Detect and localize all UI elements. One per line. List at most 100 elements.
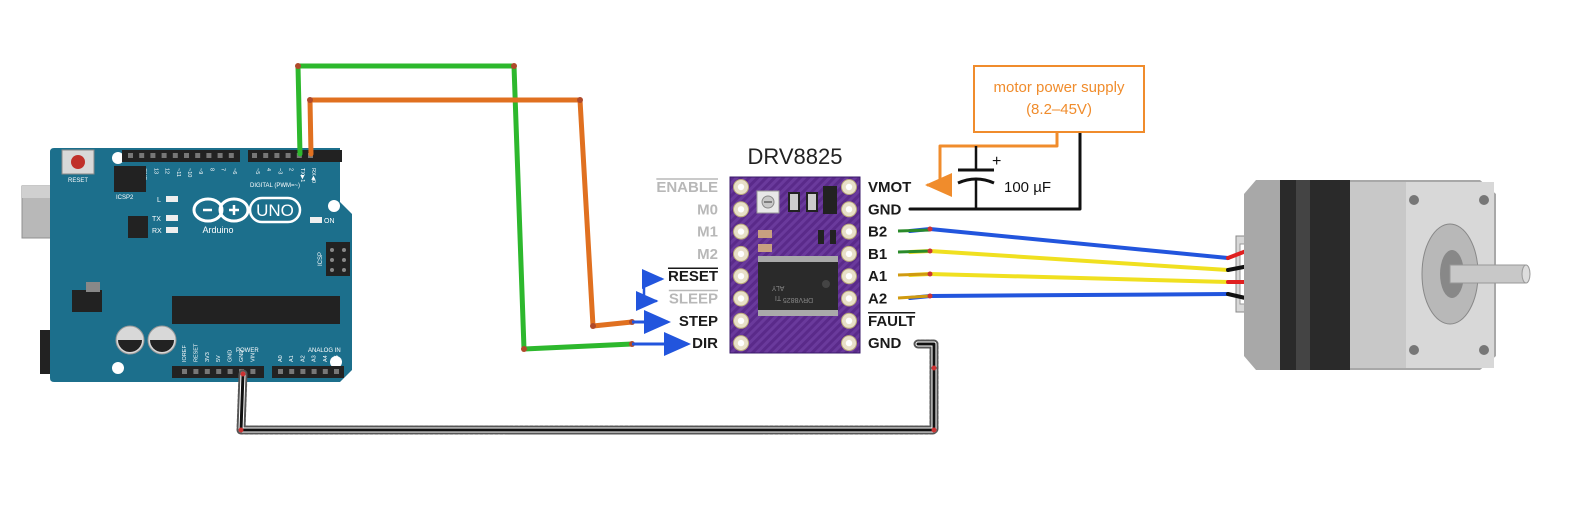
analog-label: ANALOG IN	[308, 348, 341, 354]
reset-label: RESET	[68, 178, 88, 184]
stepper-motor	[1226, 180, 1531, 370]
analog-pin-label: A4	[323, 355, 329, 362]
regulator	[72, 290, 102, 312]
digital-pin	[184, 153, 189, 158]
digital-pin-label: ~3	[276, 168, 282, 174]
led-rx	[166, 227, 178, 233]
power-pin-label: 3V3	[205, 352, 211, 362]
led-tx	[166, 215, 178, 221]
led-l	[166, 196, 178, 202]
digital-pin	[252, 153, 257, 158]
drv8825-driver: DRV8825 DRV8825 ALY TI ENABLEM0M1M2RESET…	[656, 144, 916, 354]
motor-stator	[1280, 180, 1350, 370]
digital-header	[122, 150, 342, 162]
digital-pin-label: ~10	[186, 168, 192, 177]
driver-pin-label-gnd: GND	[868, 335, 902, 352]
analog-pin-label: A2	[300, 355, 306, 362]
digital-pin	[263, 153, 269, 158]
led-l-label: L	[157, 197, 161, 204]
digital-pin	[195, 153, 201, 158]
power-supply-line2: (8.2–45V)	[1026, 101, 1092, 118]
brand-name: Arduino	[202, 225, 233, 235]
digital-pin	[217, 153, 223, 158]
power-pin-label: VIN	[250, 353, 256, 362]
digital-pin	[139, 153, 145, 158]
digital-pin	[206, 153, 212, 158]
analog-pin	[311, 369, 317, 374]
driver-pin-label-b2: B2	[868, 224, 887, 241]
power-pin	[193, 369, 199, 374]
power-pin-label: RESET	[193, 343, 199, 362]
driver-pin-label-a1: A1	[868, 268, 887, 285]
led-tx-label: TX	[152, 216, 161, 223]
power-pin	[250, 369, 256, 374]
digital-pin-label: 4	[265, 168, 271, 171]
digital-pin-label: ~11	[175, 168, 181, 177]
power-supply-line1: motor power supply	[994, 79, 1125, 96]
driver-title: DRV8825	[748, 144, 843, 169]
capacitor-100uf: + 100 µF	[957, 153, 1051, 196]
atmega-chip	[172, 296, 340, 324]
a2-wire	[908, 292, 1230, 300]
analog-pin-label: A0	[278, 355, 284, 362]
a1-wire	[908, 272, 1230, 284]
analog-pin-label: A3	[312, 355, 318, 362]
digital-pin	[128, 153, 133, 158]
vmot-wire	[925, 130, 1059, 197]
driver-pin-label-dir: DIR	[692, 335, 718, 352]
power-pin-label: IOREF	[182, 345, 188, 362]
icsp2-label: ICSP2	[116, 195, 134, 201]
icsp-label: ICSP	[318, 252, 324, 266]
arduino-logo: UNO Arduino	[192, 196, 302, 235]
wires	[236, 63, 1230, 435]
power-pin	[204, 369, 210, 374]
orange-wire	[307, 97, 635, 329]
power-label: POWER	[236, 348, 259, 354]
chip-text-1: DRV8825	[783, 296, 813, 303]
power-pin	[227, 369, 233, 374]
board-name: UNO	[256, 201, 294, 220]
analog-pin	[322, 369, 328, 374]
digital-label: DIGITAL (PWM=~)	[250, 183, 300, 189]
digital-pin-label: 13	[152, 168, 158, 174]
power-pin-label: GND	[228, 350, 234, 362]
driver-pin-holes	[733, 179, 857, 352]
reset-sleep-bridge	[636, 277, 660, 311]
digital-pin-label: 2	[288, 168, 294, 171]
motor-shaft	[1449, 264, 1527, 284]
chip-text-2: ALY	[771, 284, 784, 291]
capacitor-value: 100 µF	[1004, 179, 1051, 196]
board-pcb	[50, 148, 352, 382]
digital-pin	[228, 153, 234, 158]
digital-pin-label: ~5	[254, 168, 260, 174]
digital-pin-label: 8	[208, 168, 214, 171]
analog-pin	[334, 369, 339, 374]
driver-pin-label-step: STEP	[679, 313, 718, 330]
led-on	[310, 217, 322, 223]
digital-pin-label: TX▶1	[299, 168, 305, 182]
driver-pin-label-m2: M2	[697, 246, 718, 263]
driver-pin-label-sleep: SLEEP	[669, 291, 718, 308]
digital-pin	[161, 153, 167, 158]
led-on-label: ON	[324, 218, 335, 225]
power-pin	[216, 369, 222, 374]
driver-pin-label-gnd: GND	[868, 201, 902, 218]
driver-pin-label-b1: B1	[868, 246, 887, 263]
arduino-uno-board: RESET AREFGND1312~11~10~987~6~54~32TX▶1R…	[21, 148, 352, 382]
digital-pin-label: 7	[220, 168, 226, 171]
supply-ground-wire	[908, 130, 1082, 211]
digital-pin	[285, 153, 291, 158]
digital-pin-label: ~6	[231, 168, 237, 174]
driver-pin-label-fault: FAULT	[868, 313, 915, 330]
driver-pin-label-enable: ENABLE	[656, 179, 718, 196]
digital-pin-label: ~9	[197, 168, 203, 174]
led-rx-label: RX	[152, 228, 162, 235]
reset-button	[61, 149, 95, 175]
digital-pin-label: RX◀0	[310, 168, 316, 183]
analog-pin-label: A5	[334, 355, 340, 362]
analog-header	[272, 366, 344, 378]
